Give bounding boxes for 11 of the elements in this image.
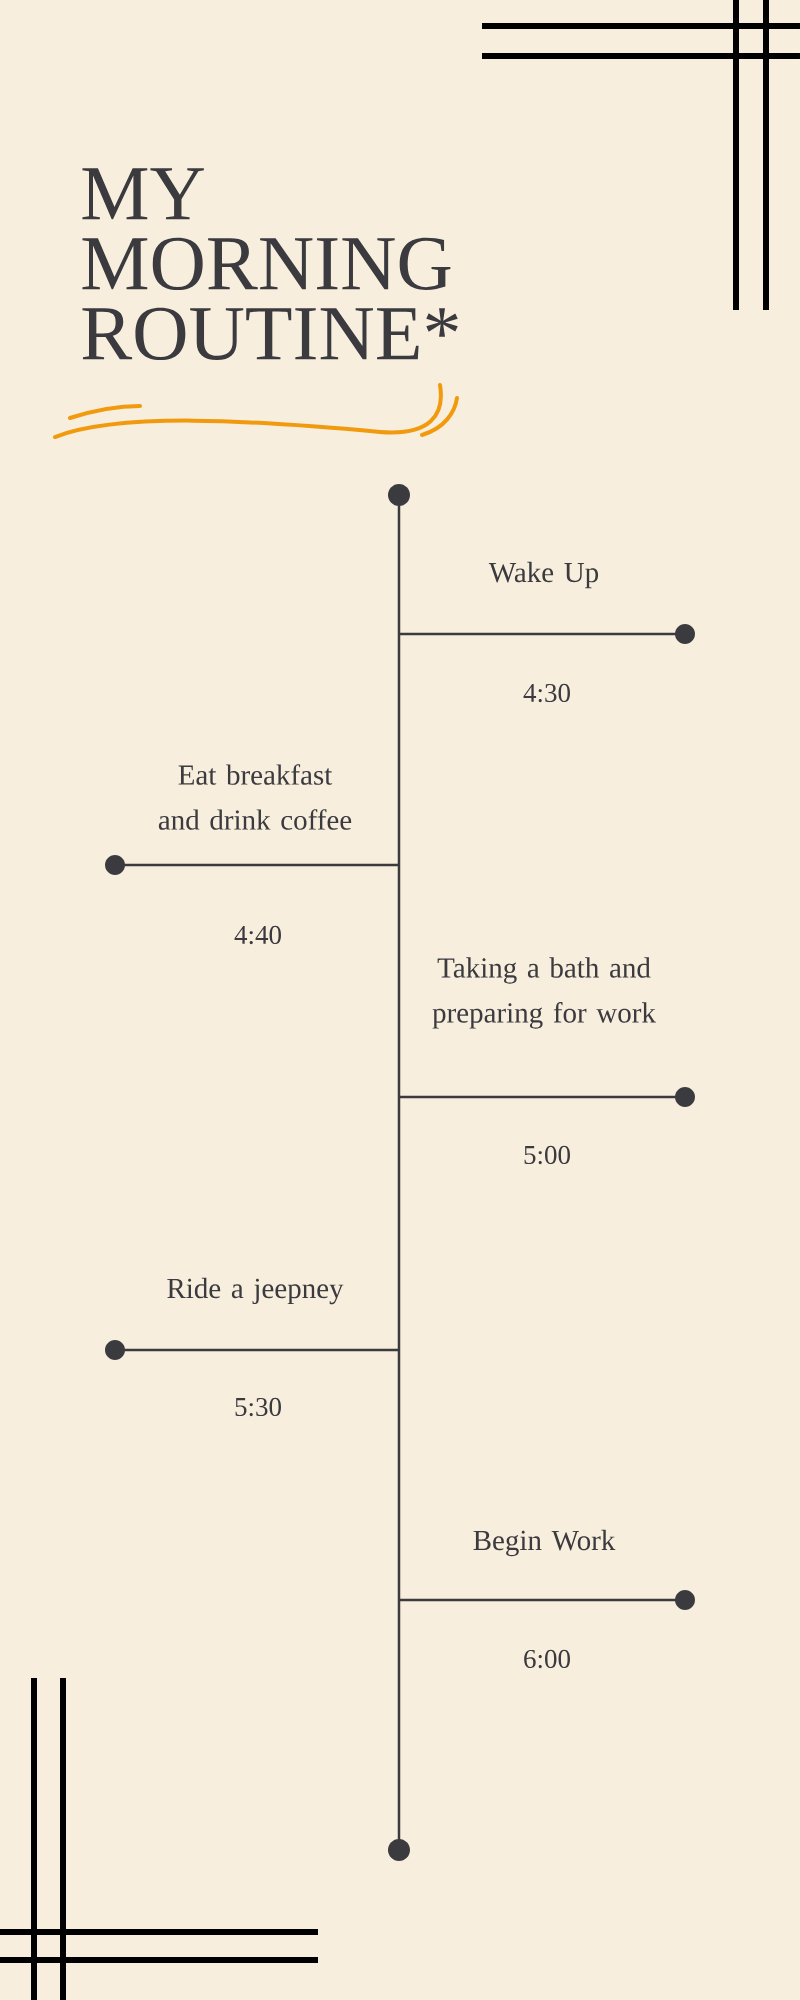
event-label: Wake Up (488, 561, 599, 589)
time-label: 5:00 (524, 1145, 570, 1165)
title: MY MORNING ROUTINE* (82, 168, 458, 361)
time-label: 6:00 (524, 1649, 570, 1669)
event-label: Ride a jeepney (167, 1277, 344, 1305)
time-label: 4:40 (234, 925, 281, 945)
event-label: Eat breakfast and drink coffee (158, 764, 352, 830)
event-label: Begin Work (473, 1529, 616, 1557)
time-label: 4:30 (523, 683, 570, 703)
time-label: 5:30 (235, 1397, 281, 1417)
event-label: Taking a bath and preparing for work (432, 957, 656, 1029)
